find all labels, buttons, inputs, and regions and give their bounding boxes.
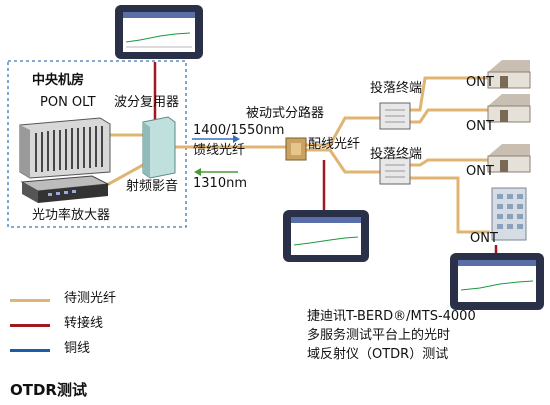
tberd-instrument-middle — [283, 210, 369, 262]
passive-splitter-label: 被动式分路器 — [246, 106, 325, 121]
rf-overlay-label: 射频影音 — [126, 179, 179, 194]
drop-terminal-1-device — [379, 102, 411, 130]
house-2 — [487, 94, 531, 123]
drop-terminal-1-label: 投落终端 — [370, 81, 423, 96]
passive-splitter-device — [285, 137, 307, 161]
distribution-fiber-label: 配线光纤 — [308, 137, 361, 152]
figure-caption: OTDR测试 — [10, 381, 87, 399]
optical-amplifier-label: 光功率放大器 — [32, 208, 111, 223]
legend-label-test-fiber: 待测光纤 — [64, 291, 117, 306]
upstream-arrow — [194, 168, 238, 176]
house-1 — [487, 60, 531, 89]
wavelength-upstream-label: 1310nm — [193, 176, 247, 191]
fiber-network — [104, 76, 490, 234]
drop-terminal-2-device — [379, 157, 411, 185]
legend-swatch-test-fiber — [10, 299, 50, 302]
wavelength-downstream-label: 1400/1550nm — [193, 123, 285, 138]
legend-label-copper: 铜线 — [64, 341, 91, 356]
ont-label: ONT — [466, 119, 494, 134]
tberd-instrument-right — [450, 253, 544, 310]
ont-label: ONT — [466, 75, 494, 90]
tberd-instrument-top — [115, 5, 203, 59]
wdm-label: 波分复用器 — [114, 95, 180, 110]
ont-label: ONT — [466, 164, 494, 179]
product-desc-line-1: 捷迪讯T-BERD®/MTS-4000 — [307, 309, 476, 324]
house-3 — [487, 144, 531, 173]
legend-swatch-copper — [10, 349, 50, 352]
office-building — [491, 187, 527, 241]
optical-amplifier-device — [20, 175, 110, 203]
pon-olt-label: PON OLT — [40, 95, 96, 110]
feeder-fiber-label: 馈线光纤 — [193, 143, 246, 158]
legend-label-patch-lead: 转接线 — [64, 316, 104, 331]
drop-terminal-2-label: 投落终端 — [370, 147, 423, 162]
central-office-box — [7, 60, 187, 228]
downstream-arrow — [192, 135, 240, 143]
wdm-device — [142, 116, 176, 179]
product-desc-line-3: 域反射仪（OTDR）测试 — [307, 347, 449, 362]
legend-swatch-patch-lead — [10, 324, 50, 327]
central-office-label: 中央机房 — [32, 73, 85, 88]
ont-label: ONT — [470, 231, 498, 246]
pon-olt-rack — [19, 117, 111, 179]
product-desc-line-2: 多服务测试平台上的光时 — [307, 328, 451, 343]
